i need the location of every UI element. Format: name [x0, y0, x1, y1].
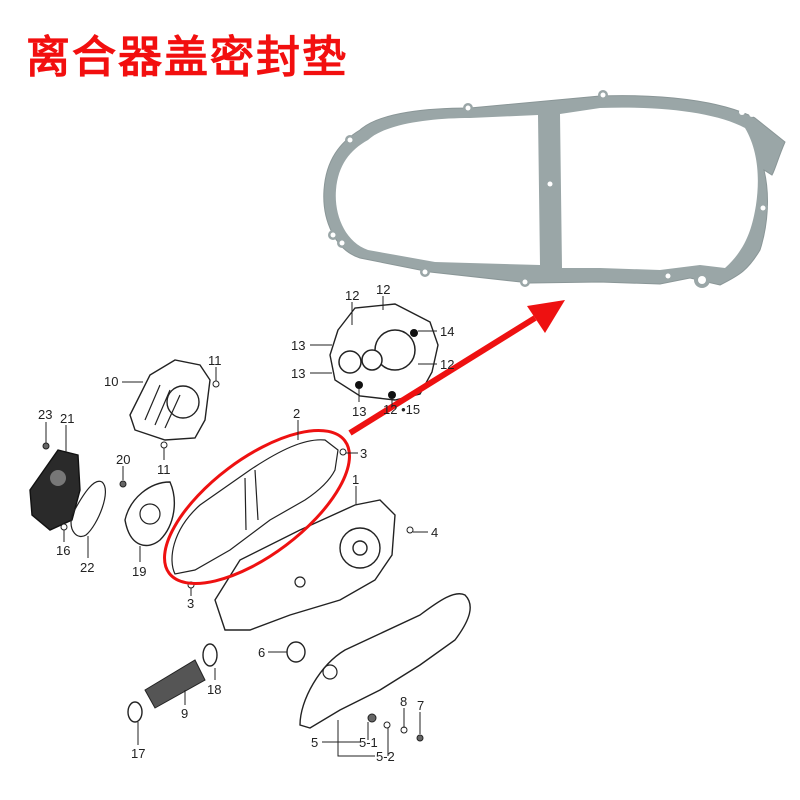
dowel-part-11a [212, 380, 220, 388]
label-part-9: 9 [181, 706, 188, 721]
label-part-16: 16 [56, 543, 70, 558]
label-part-3a: 3 [360, 446, 367, 461]
label-part-20: 20 [116, 452, 130, 467]
label-part-1: 1 [352, 472, 359, 487]
label-part-4: 4 [431, 525, 438, 540]
label-part-8: 8 [400, 694, 407, 709]
page-title: 离合器盖密封垫 [26, 32, 348, 83]
label-part-18: 18 [207, 682, 221, 697]
label-part-12-15: 12 •15 [383, 402, 420, 417]
label-part-10: 10 [104, 374, 118, 389]
gasket-photo [323, 90, 786, 288]
cap-part-6 [286, 641, 306, 663]
plate-part-19 [124, 481, 175, 547]
label-part-23: 23 [38, 407, 52, 422]
label-part-12c: 12 [440, 357, 454, 372]
label-part-21: 21 [60, 411, 74, 426]
bolt-part-20 [119, 480, 127, 488]
label-part-3b: 3 [187, 596, 194, 611]
collar-part-5-2 [383, 721, 391, 729]
gasket-part-2 [171, 439, 339, 575]
label-part-11b: 11 [157, 462, 171, 477]
label-part-5-2: 5-2 [376, 749, 395, 764]
highlight-ellipse [163, 429, 351, 585]
label-part-6: 6 [258, 645, 265, 660]
label-part-2: 2 [293, 406, 300, 421]
leader-lines [45, 296, 437, 757]
bolt-part-23 [42, 442, 50, 450]
label-part-12a: 12 [345, 288, 359, 303]
bolt-part-4 [406, 526, 414, 534]
label-part-7: 7 [417, 698, 424, 713]
label-part-19: 19 [132, 564, 146, 579]
label-part-14: 14 [440, 324, 454, 339]
nut-part-5-1 [367, 713, 377, 723]
label-part-13a: 13 [291, 338, 305, 353]
cover-part-21 [29, 449, 81, 531]
pointer-arrow [348, 300, 565, 436]
label-part-5-1: 5-1 [359, 735, 378, 750]
label-part-17: 17 [131, 746, 145, 761]
label-part-5: 5 [311, 735, 318, 750]
dowel-part-16 [60, 523, 68, 531]
o-ring-part-22 [70, 480, 106, 537]
clamp-part-18 [202, 643, 218, 667]
bolt-part-7 [416, 734, 424, 742]
crankcase-part-10 [129, 359, 211, 441]
intake-hose-part-9 [144, 659, 206, 709]
clamp-part-17 [127, 701, 143, 723]
label-part-22: 22 [80, 560, 94, 575]
label-part-11a: 11 [208, 353, 222, 368]
clutch-cover-part-1 [214, 499, 396, 631]
dowel-part-3a [339, 448, 347, 456]
label-part-13b: 13 [291, 366, 305, 381]
dowel-part-11b [160, 441, 168, 449]
outer-cover-part-5 [299, 593, 471, 729]
part-labels: 2 1 3 3 4 6 9 18 17 5 5-1 5-2 8 7 10 11 … [38, 282, 454, 764]
label-part-12b: 12 [376, 282, 390, 297]
label-part-13c: 13 [352, 404, 366, 419]
